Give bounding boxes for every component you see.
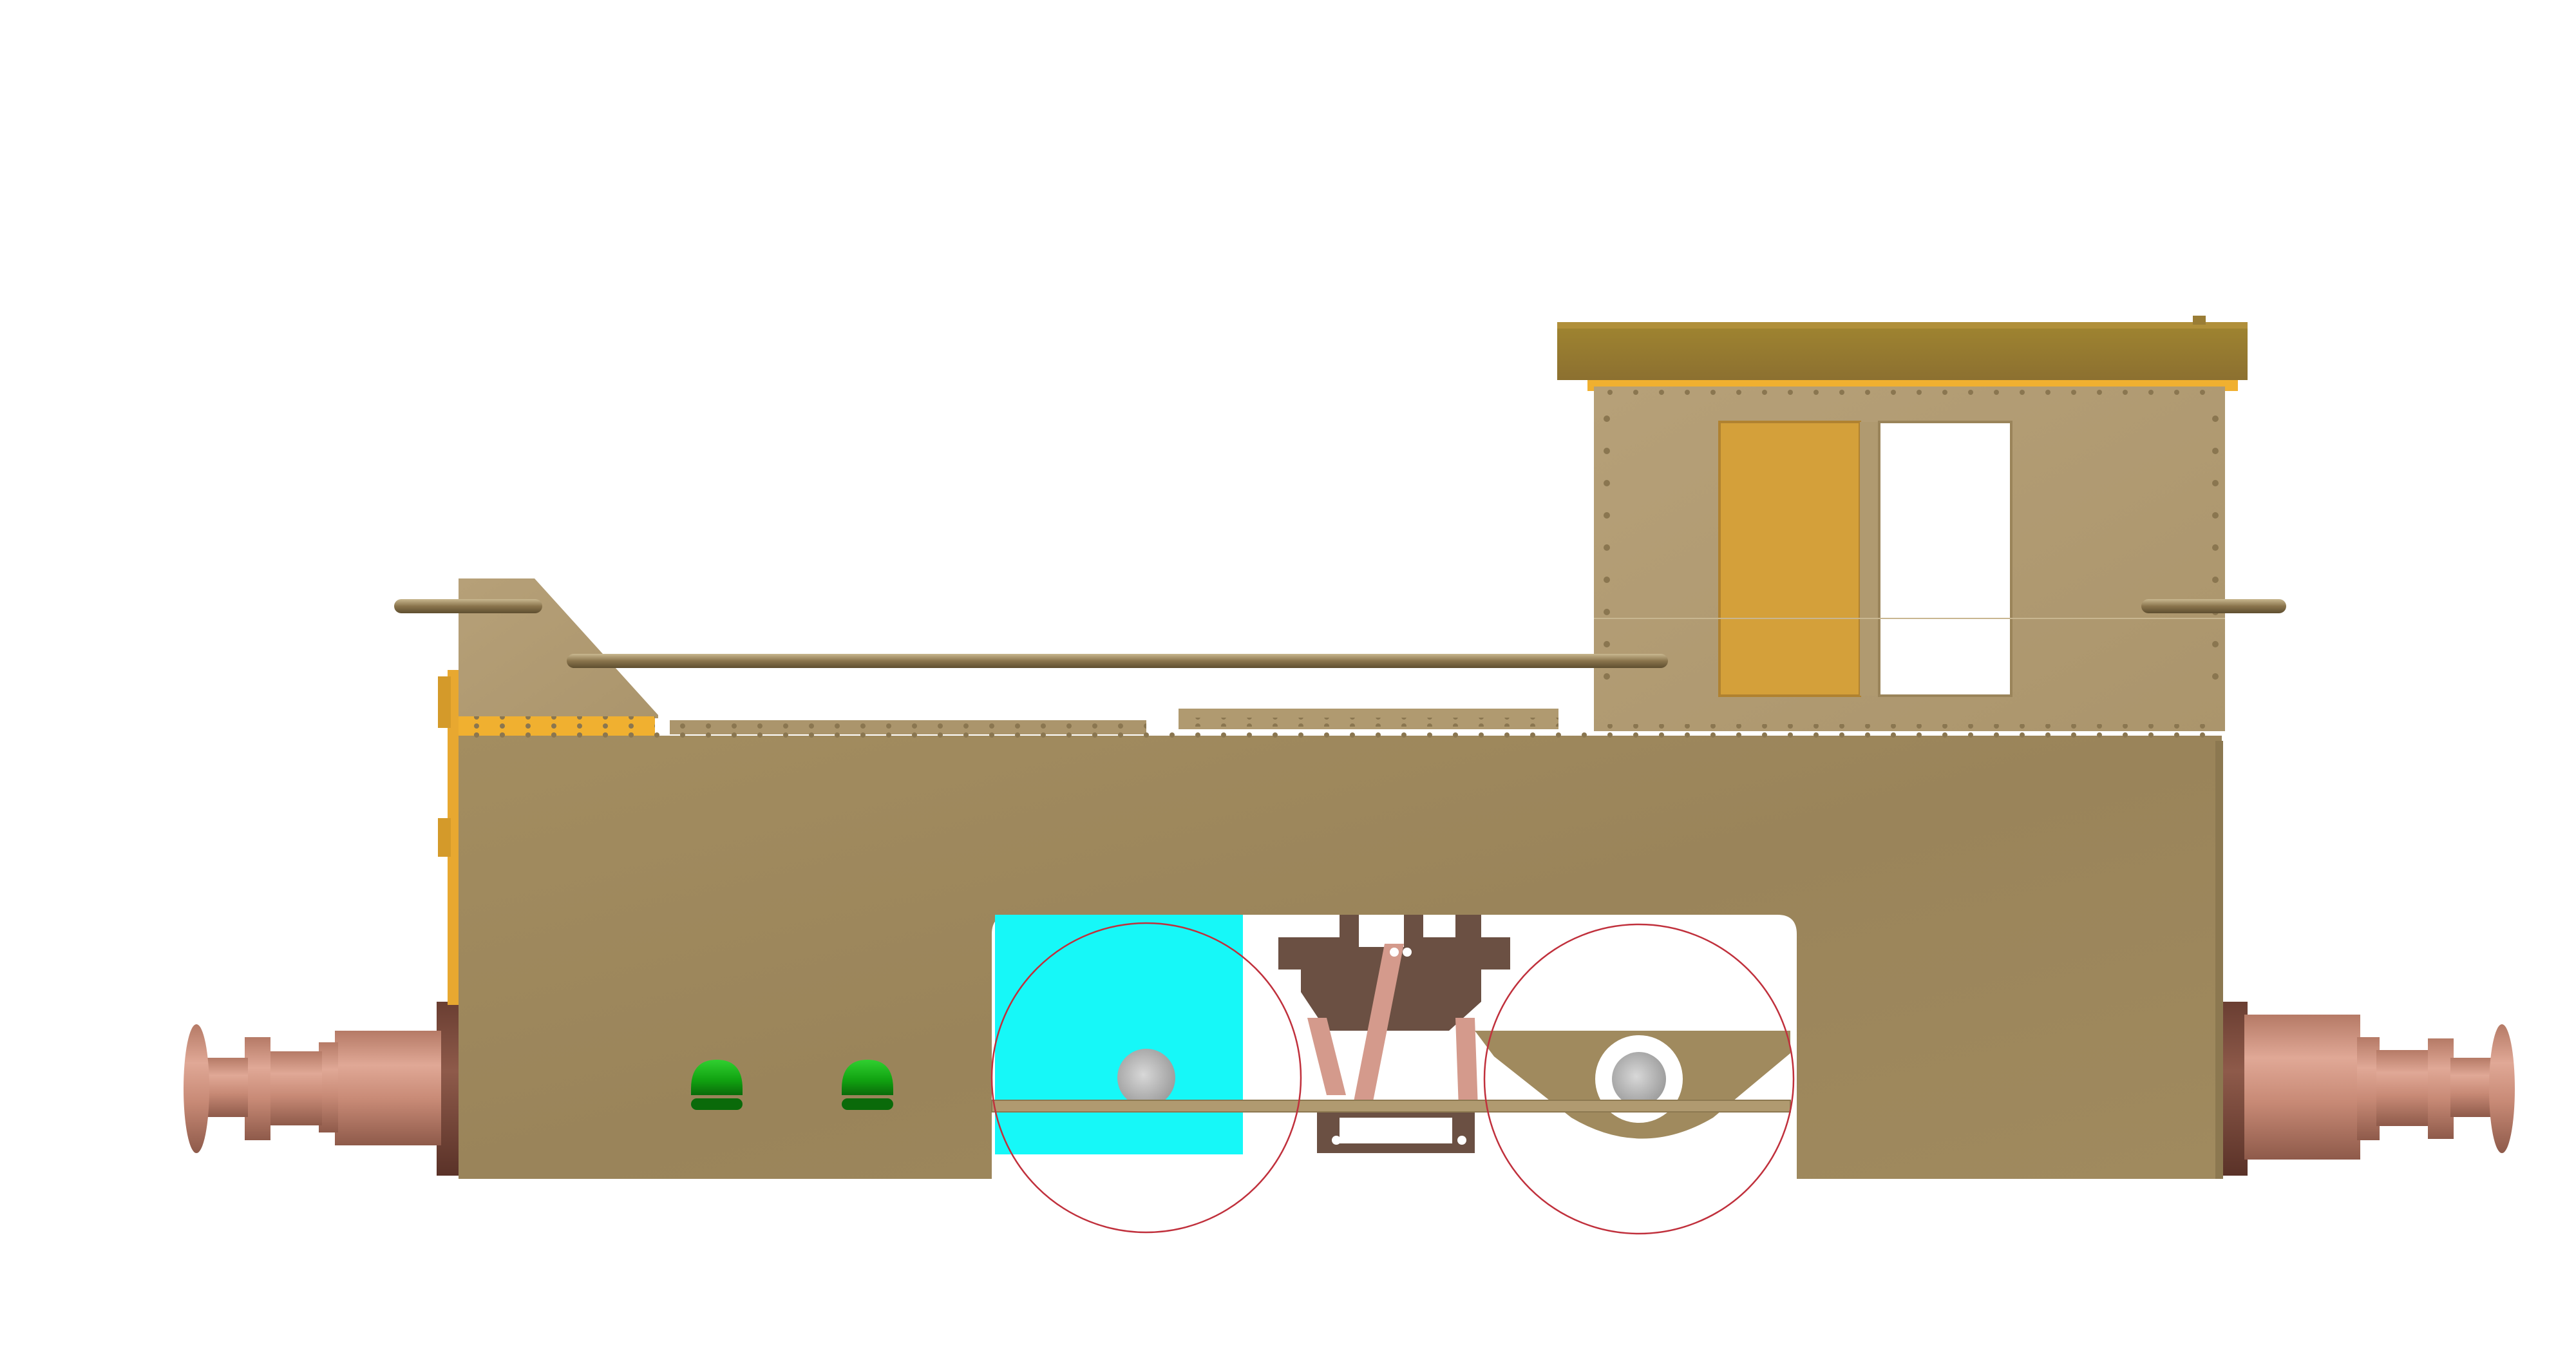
front-buffer (184, 1002, 462, 1176)
front-axle (1117, 1049, 1175, 1107)
cab-window-open (1878, 421, 2012, 697)
rear-axle-crank (1475, 1031, 1790, 1139)
cab-roof (1557, 316, 2248, 380)
green-lamp-1 (691, 1060, 743, 1110)
running-board (670, 709, 1558, 734)
cab (1587, 377, 2238, 733)
buffer-collar-rear (2428, 1038, 2454, 1139)
rear-wheel (1483, 923, 1795, 1235)
handrail-main (567, 654, 1668, 668)
buffer-beam-rear (2222, 1002, 2248, 1176)
rear-buffer (2222, 1002, 2515, 1176)
handrail-front (394, 599, 542, 613)
buffer-head-front (184, 1024, 209, 1153)
body-side-strip (2215, 741, 2223, 1179)
buffer-housing-rear (2244, 1015, 2360, 1160)
body-panel (459, 736, 2222, 1179)
cab-door-frame (1860, 422, 1879, 696)
buffer-head-rear (2489, 1024, 2515, 1153)
brake-link-right (1455, 1018, 1478, 1108)
buffer-ring-rear (2357, 1037, 2380, 1140)
green-lamp-2 (842, 1060, 893, 1110)
coupling-rod (991, 1100, 1791, 1113)
buffer-collar-front (245, 1037, 270, 1140)
buffer-shank-rear (2376, 1050, 2434, 1126)
brake-gear (1278, 915, 1510, 1153)
brake-shoe-left (1307, 1018, 1346, 1095)
main-body (459, 732, 2223, 1179)
cab-window-filled (1718, 421, 1861, 697)
cyan-block (995, 915, 1243, 1154)
front-wheel (990, 922, 1302, 1234)
buffer-housing-front (335, 1031, 441, 1145)
rear-axle (1612, 1052, 1666, 1106)
handrail-rear (2141, 599, 2286, 613)
brake-link-left (1352, 944, 1404, 1108)
